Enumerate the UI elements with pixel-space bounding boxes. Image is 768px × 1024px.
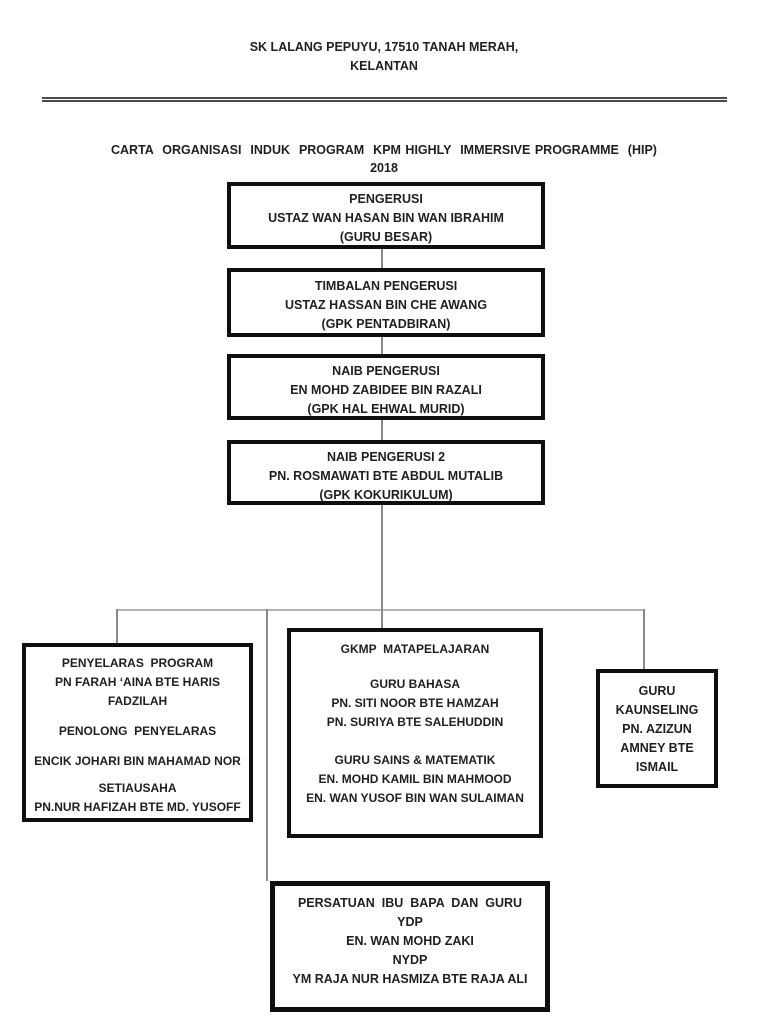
connector-drop-pibg (266, 609, 268, 881)
box-title: TIMBALAN PENGERUSI (314, 279, 458, 293)
box-timbalan-pengerusi: TIMBALAN PENGERUSI USTAZ HASSAN BIN CHE … (227, 268, 545, 337)
connector-naib1-naib2 (381, 420, 383, 440)
penyelaras-name-cont: FADZILAH (107, 694, 168, 708)
connector-branch-horizontal (116, 609, 645, 611)
pibg-ydp-label: YDP (397, 915, 423, 929)
chart-title-year: 2018 (370, 161, 398, 175)
box-person-name: USTAZ WAN HASAN BIN WAN IBRAHIM (268, 211, 504, 225)
kaunseling-line: KAUNSELING (615, 703, 699, 717)
penyelaras-heading: PENYELARAS PROGRAM (61, 656, 214, 670)
kaunseling-line: ISMAIL (635, 760, 679, 774)
box-role: (GPK HAL EHWAL MURID) (307, 402, 465, 416)
school-name: SK LALANG PEPUYU, 17510 TANAH MERAH, (249, 40, 519, 54)
school-header: SK LALANG PEPUYU, 17510 TANAH MERAH, KEL… (0, 38, 768, 76)
connector-drop-gkmp (381, 609, 383, 628)
pibg-nydp-name: YM RAJA NUR HASMIZA BTE RAJA ALI (292, 972, 528, 986)
pibg-heading: PERSATUAN IBU BAPA DAN GURU (297, 896, 523, 910)
connector-drop-penyelaras (116, 609, 118, 643)
connector-drop-kaunseling (643, 609, 645, 669)
connector-naib2-branch (381, 505, 383, 609)
chart-title-text: CARTA ORGANISASI INDUK PROGRAM KPM HIGHL… (111, 143, 657, 157)
guru-sains-heading: GURU SAINS & MATEMATIK (334, 753, 496, 767)
box-gkmp-matapelajaran: GKMP MATAPELAJARAN GURU BAHASA PN. SITI … (287, 628, 543, 838)
guru-sains-name: EN. WAN YUSOF BIN WAN SULAIMAN (306, 791, 524, 805)
pibg-nydp-label: NYDP (392, 953, 428, 967)
box-title: NAIB PENGERUSI (332, 364, 440, 378)
connector-pengerusi-timbalan (381, 249, 383, 268)
guru-bahasa-name: PN. SURIYA BTE SALEHUDDIN (326, 715, 504, 729)
box-penyelaras-program: PENYELARAS PROGRAM PN FARAH ‘AINA BTE HA… (22, 643, 253, 822)
box-naib-pengerusi-2: NAIB PENGERUSI 2 PN. ROSMAWATI BTE ABDUL… (227, 440, 545, 505)
box-role: (GPK PENTADBIRAN) (321, 317, 451, 331)
school-state: KELANTAN (350, 59, 418, 73)
box-title: NAIB PENGERUSI 2 (326, 450, 446, 464)
guru-bahasa-heading: GURU BAHASA (370, 677, 460, 691)
box-person-name: USTAZ HASSAN BIN CHE AWANG (284, 298, 488, 312)
box-pengerusi: PENGERUSI USTAZ WAN HASAN BIN WAN IBRAHI… (227, 182, 545, 249)
penolong-name: ENCIK JOHARI BIN MAHAMAD NOR (34, 754, 241, 768)
kaunseling-line: AMNEY BTE (620, 741, 694, 755)
chart-title: CARTA ORGANISASI INDUK PROGRAM KPM HIGHL… (0, 141, 768, 177)
gkmp-heading: GKMP MATAPELAJARAN (340, 642, 490, 656)
penyelaras-name: PN FARAH ‘AINA BTE HARIS (55, 675, 220, 689)
box-person-name: PN. ROSMAWATI BTE ABDUL MUTALIB (268, 469, 504, 483)
pibg-ydp-name: EN. WAN MOHD ZAKI (346, 934, 474, 948)
guru-bahasa-name: PN. SITI NOOR BTE HAMZAH (331, 696, 499, 710)
header-divider-line (42, 97, 727, 102)
setiausaha-heading: SETIAUSAHA (98, 781, 177, 795)
penolong-heading: PENOLONG PENYELARAS (58, 724, 217, 738)
box-person-name: EN MOHD ZABIDEE BIN RAZALI (290, 383, 482, 397)
kaunseling-line: PN. AZIZUN (622, 722, 692, 736)
box-role: (GURU BESAR) (339, 230, 433, 244)
kaunseling-line: GURU (638, 684, 676, 698)
box-naib-pengerusi: NAIB PENGERUSI EN MOHD ZABIDEE BIN RAZAL… (227, 354, 545, 420)
box-guru-kaunseling: GURU KAUNSELING PN. AZIZUN AMNEY BTE ISM… (596, 669, 718, 788)
guru-sains-name: EN. MOHD KAMIL BIN MAHMOOD (318, 772, 512, 786)
setiausaha-name: PN.NUR HAFIZAH BTE MD. YUSOFF (34, 800, 241, 814)
connector-timbalan-naib1 (381, 337, 383, 354)
box-role: (GPK KOKURIKULUM) (319, 488, 453, 502)
box-persatuan-ibu-bapa-guru: PERSATUAN IBU BAPA DAN GURU YDP EN. WAN … (270, 881, 550, 1012)
box-title: PENGERUSI (349, 192, 423, 206)
